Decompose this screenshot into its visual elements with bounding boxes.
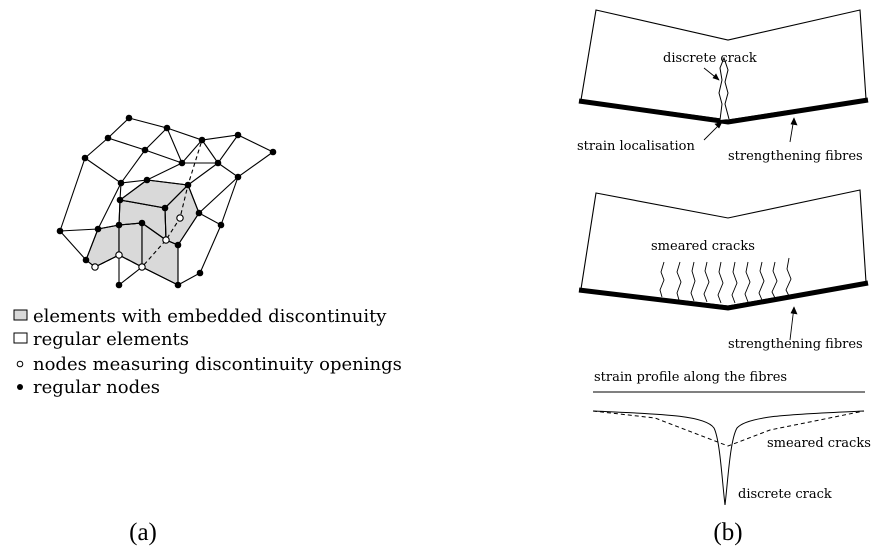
discrete-crack-label-profile: discrete crack [738,487,832,502]
legend-marker-filled-circle [17,384,23,390]
legend-item-shaded: elements with embedded discontinuity [33,306,387,327]
strengthening-fibres-label-middle: strengthening fibres [728,337,863,352]
middle-beam [578,189,869,341]
legend-item-regular-elements: regular elements [33,329,189,350]
strengthening-fibres-label-top: strengthening fibres [728,149,863,164]
discrete-crack-shape [718,56,730,121]
measuring-nodes [91,214,184,271]
strain-localisation-label: strain localisation [577,139,695,154]
strain-profile-title: strain profile along the fibres [594,370,787,385]
smeared-cracks-label-middle: smeared cracks [651,239,755,254]
panel-b-label: (b) [713,519,742,546]
strengthening-fibres-top [578,97,869,125]
legend-item-regular-nodes: regular nodes [33,377,160,398]
smeared-cracks-profile [592,410,865,447]
mesh-diagram [59,117,274,286]
discrete-crack-label-top: discrete crack [663,51,757,66]
mesh-bottom-edge [118,255,143,287]
legend: elements with embedded discontinuity reg… [13,306,402,398]
legend-marker-shaded-square [13,309,28,321]
legend-marker-open-circle [16,360,24,368]
top-beam [578,9,869,143]
strengthening-fibres-middle [578,280,869,311]
panel-a-label: (a) [129,519,157,546]
legend-item-measuring-nodes: nodes measuring discontinuity openings [33,354,402,375]
discrete-crack-profile [592,410,865,506]
strain-profile-plot [592,391,865,506]
legend-marker-open-square [13,332,28,344]
smeared-cracks-shape [659,257,792,304]
smeared-cracks-label-profile: smeared cracks [767,436,871,451]
